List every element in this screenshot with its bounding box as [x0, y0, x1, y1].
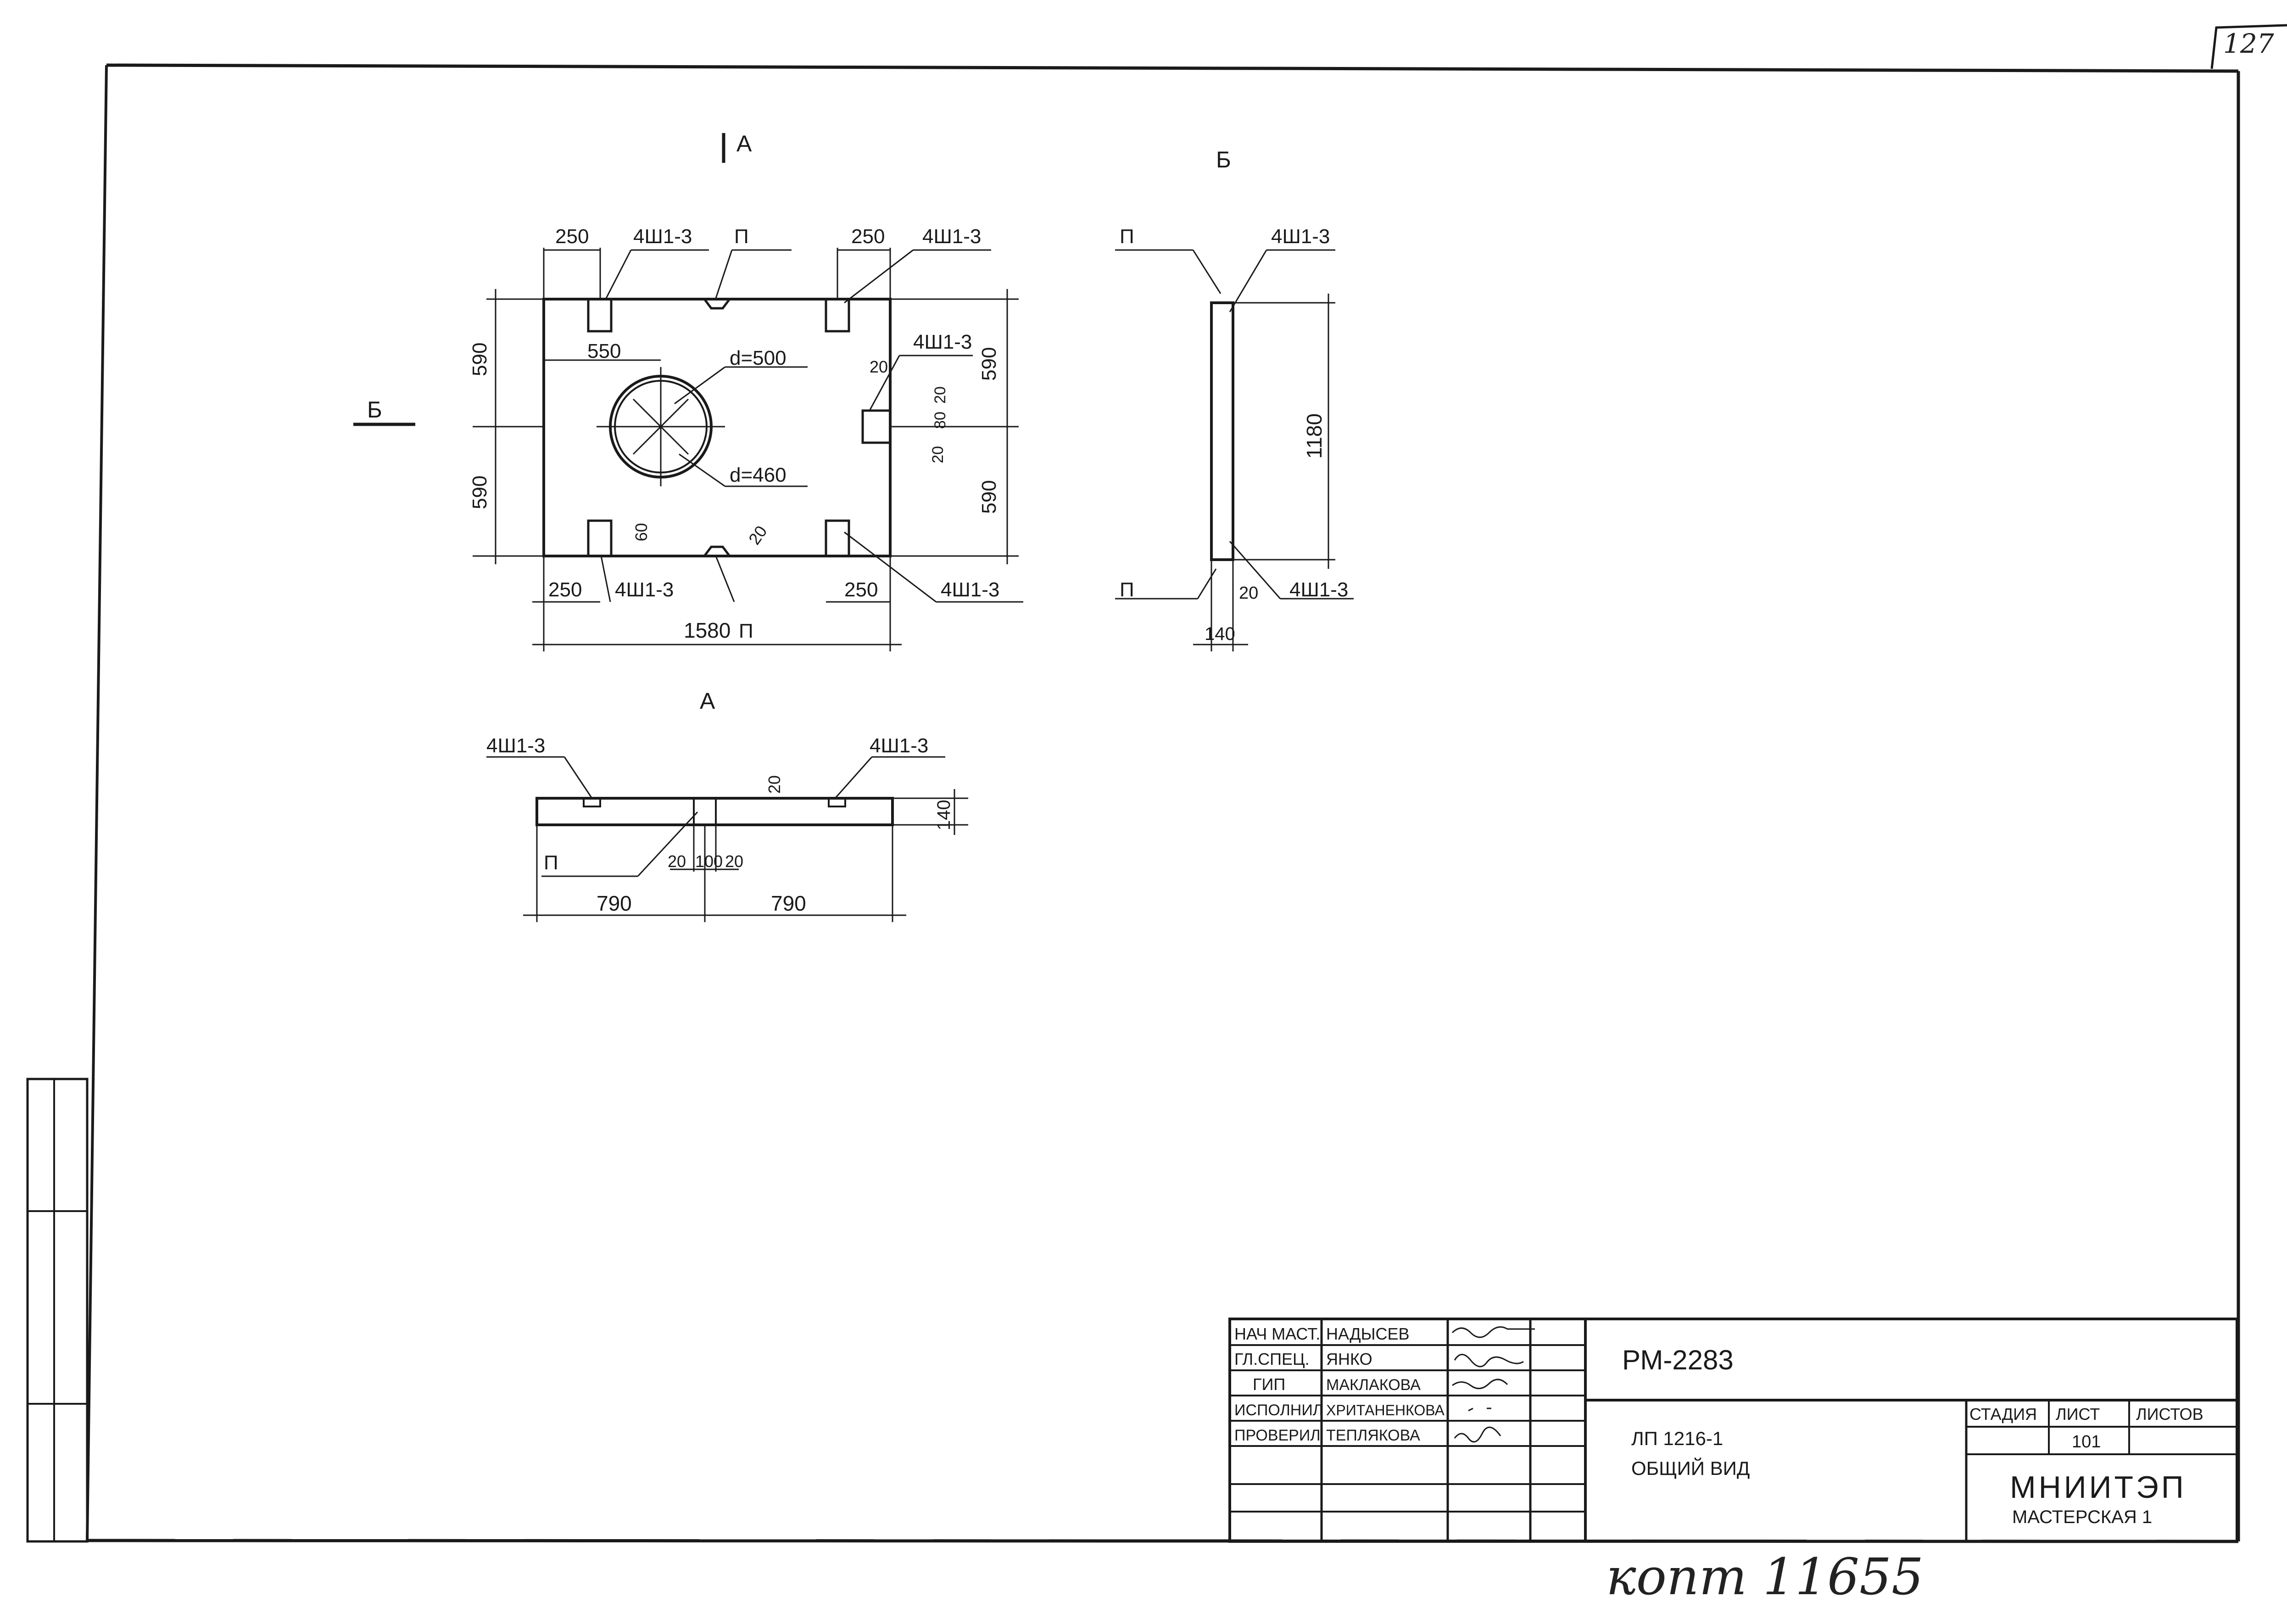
dim-590: 590: [469, 476, 491, 509]
side-view-texts: П 4Ш1-3 1180 П 20 4Ш1-3 140: [1120, 225, 1348, 644]
sheet-header: ЛИСТ: [2056, 1405, 2100, 1424]
p-mark: П: [544, 851, 558, 874]
p-mark: П: [734, 225, 749, 248]
dim-20: 20: [929, 446, 947, 463]
dim-790: 790: [597, 891, 632, 915]
org-unit: МАСТЕРСКАЯ 1: [2012, 1507, 2152, 1527]
corner-mark: 127: [2223, 28, 2274, 59]
view-b-title: Б: [1216, 147, 1231, 172]
dim-20: 20: [932, 386, 949, 404]
view-a-title: А: [700, 688, 715, 714]
person-name: ЯНКО: [1326, 1350, 1372, 1368]
sheet-frame: [26, 24, 2287, 1543]
dim-250: 250: [555, 225, 589, 248]
side-view: [1115, 249, 1354, 651]
signature-scribble: [1451, 1326, 1535, 1338]
dim-250: 250: [548, 578, 582, 601]
title-block-grid: [1228, 1318, 2238, 1543]
person-name: МАКЛАКОВА: [1326, 1376, 1421, 1394]
stage-header: СТАДИЯ: [1969, 1405, 2037, 1424]
p-mark: П: [739, 620, 753, 642]
dim-100: 100: [695, 852, 723, 871]
insert-label: 4Ш1-3: [922, 225, 981, 248]
person-name: НАДЫСЕВ: [1326, 1324, 1409, 1343]
role-label: ПРОВЕРИЛ: [1234, 1427, 1321, 1444]
sheet-value: 101: [2072, 1432, 2101, 1452]
dim-1580: 1580: [684, 618, 731, 642]
dim-20: 20: [745, 522, 771, 548]
dim-20: 20: [668, 852, 686, 871]
section-a: А: [486, 688, 968, 922]
p-mark: П: [1120, 225, 1134, 248]
dim-590: 590: [978, 480, 1000, 514]
dim-550: 550: [587, 340, 621, 362]
section-markers: А Б Б: [353, 131, 1231, 426]
doc-code: РМ-2283: [1622, 1345, 1734, 1375]
signature-scribble: [1468, 1407, 1491, 1412]
dim-20: 20: [870, 357, 888, 376]
signature-scribble: [1454, 1354, 1524, 1368]
role-label: НАЧ МАСТ.: [1234, 1324, 1320, 1343]
org-name: МНИИТЭП: [2010, 1470, 2187, 1505]
dim-1180: 1180: [1302, 413, 1326, 459]
person-name: ТЕПЛЯКОВА: [1326, 1427, 1420, 1444]
plan-dimension-texts: 250 250 250 250 1580 550 d=500 d=460 590…: [469, 225, 1000, 642]
item-title: ОБЩИЙ ВИД: [1631, 1457, 1750, 1479]
dim-80: 80: [932, 412, 949, 429]
section-b-mark: Б: [367, 397, 382, 423]
insert-label: 4Ш1-3: [633, 225, 692, 248]
insert-label: 4Ш1-3: [870, 734, 928, 757]
dim-250: 250: [844, 578, 878, 601]
insert-label: 4Ш1-3: [486, 734, 545, 757]
section-a-mark: А: [736, 131, 752, 156]
sheets-header: ЛИСТОВ: [2136, 1405, 2203, 1424]
insert-label: 4Ш1-3: [1271, 225, 1330, 248]
signature-scribble: [1452, 1379, 1508, 1389]
dim-d460: d=460: [730, 464, 787, 486]
dim-250: 250: [851, 225, 885, 248]
dim-140: 140: [934, 800, 954, 830]
dim-790: 790: [771, 891, 806, 915]
insert-label: 4Ш1-3: [913, 331, 972, 353]
insert-label: 4Ш1-3: [615, 578, 674, 601]
dim-60: 60: [632, 523, 651, 541]
plan-view: [473, 248, 1023, 651]
role-label: ГИП: [1253, 1375, 1285, 1394]
handwritten-note: копт 11655: [1606, 1547, 1924, 1606]
person-name: ХРИТАНЕНКОВА: [1326, 1402, 1445, 1418]
dim-20: 20: [725, 852, 743, 871]
role-label: ГЛ.СПЕЦ.: [1234, 1350, 1310, 1368]
signature-scribble: [1454, 1426, 1501, 1443]
dim-590: 590: [469, 343, 491, 376]
dim-20: 20: [1239, 584, 1258, 603]
insert-label: 4Ш1-3: [941, 578, 999, 601]
dim-20: 20: [765, 775, 784, 794]
title-block-texts: НАЧ МАСТ. ГЛ.СПЕЦ. ГИП ИСПОЛНИЛ ПРОВЕРИЛ…: [1234, 1324, 2203, 1527]
role-label: ИСПОЛНИЛ: [1234, 1402, 1323, 1419]
dim-d500: d=500: [730, 347, 787, 369]
item-code: ЛП 1216-1: [1631, 1428, 1723, 1449]
section-a-texts: 4Ш1-3 4Ш1-3 20 140 П 20 100 20 790 790: [486, 734, 954, 915]
dim-140: 140: [1205, 624, 1235, 644]
p-mark: П: [1120, 578, 1134, 601]
insert-label: 4Ш1-3: [1289, 578, 1348, 601]
dim-590: 590: [978, 347, 1000, 381]
